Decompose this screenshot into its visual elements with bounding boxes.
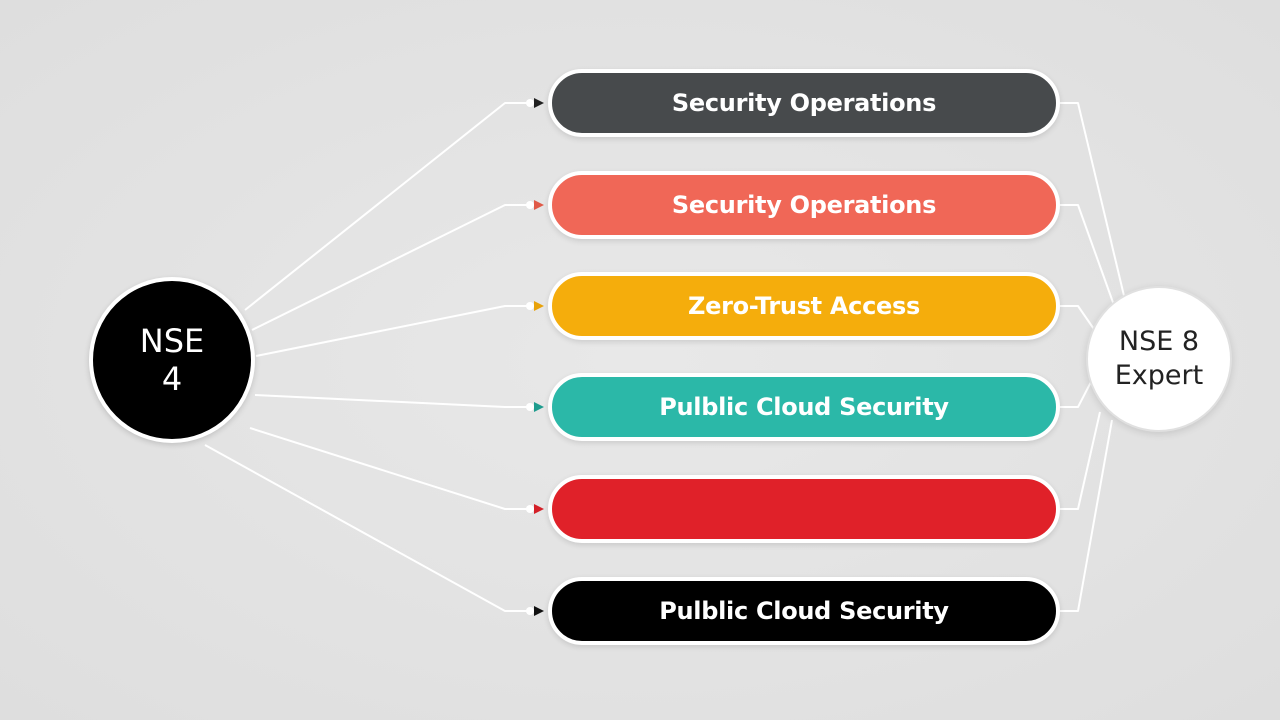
track-label: Pulblic Cloud Security [659, 393, 949, 421]
start-connector-line [254, 394, 538, 408]
connector-dot [526, 302, 534, 310]
start-connector-line [251, 204, 538, 331]
track-bar-public-cloud-security-1: Pulblic Cloud Security [548, 373, 1060, 441]
connector-arrow-icon [534, 301, 544, 311]
connector-dot [526, 99, 534, 107]
start-node-line-2: 4 [161, 360, 183, 398]
connector-dot [526, 201, 534, 209]
track-label: Zero-Trust Access [688, 292, 920, 320]
start-connector-line [244, 102, 538, 311]
end-connector-line [1060, 379, 1093, 408]
end-node-line-1: NSE 8 [1118, 326, 1200, 357]
track-bar-security-operations-1: Security Operations [548, 69, 1060, 137]
connector-dot [526, 505, 534, 513]
start-connector-line [249, 427, 538, 510]
track-bar-zero-trust-access: Zero-Trust Access [548, 272, 1060, 340]
track-label: Pulblic Cloud Security [659, 597, 949, 625]
track-bar-security-operations-2: Security Operations [548, 171, 1060, 239]
end-connectors [1060, 102, 1126, 612]
connector-arrows [526, 98, 544, 616]
end-connector-line [1060, 411, 1101, 510]
track-label: Security Operations [671, 89, 937, 117]
end-node-line-2: Expert [1114, 360, 1204, 391]
track-bar-public-cloud-security-2: Pulblic Cloud Security [548, 577, 1060, 645]
connector-arrow-icon [534, 606, 544, 616]
end-connector-line [1060, 305, 1099, 336]
connector-arrow-icon [534, 504, 544, 514]
start-node-nse-4: NSE 4 [89, 277, 255, 443]
end-connector-line [1060, 102, 1126, 301]
track-bar-unlabeled [548, 475, 1060, 543]
start-connector-line [255, 305, 538, 357]
connector-dot [526, 403, 534, 411]
start-connector-line [204, 444, 538, 612]
track-label: Security Operations [671, 191, 937, 219]
connector-arrow-icon [534, 200, 544, 210]
connector-arrow-icon [534, 402, 544, 412]
start-node-line-1: NSE [139, 322, 205, 360]
end-node-nse-8-expert: NSE 8 Expert [1086, 286, 1232, 432]
connector-arrow-icon [534, 98, 544, 108]
end-connector-line [1060, 204, 1116, 309]
end-connector-line [1060, 419, 1113, 612]
connector-dot [526, 607, 534, 615]
